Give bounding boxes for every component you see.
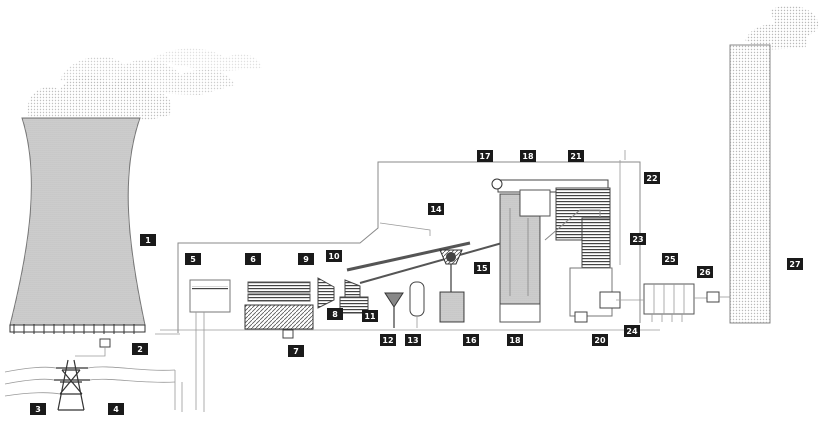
svg-text:11: 11 xyxy=(364,312,376,321)
cooling-tower xyxy=(10,118,145,334)
callout-8: 8 xyxy=(327,308,343,320)
precipitator xyxy=(616,284,712,322)
pylon-icon xyxy=(54,360,90,410)
callout-21: 21 xyxy=(568,150,584,162)
callout-18-top: 18 xyxy=(520,150,536,162)
svg-text:17: 17 xyxy=(479,152,490,161)
svg-text:1: 1 xyxy=(145,236,151,245)
svg-text:26: 26 xyxy=(699,268,711,277)
cooling-tower-steam xyxy=(28,48,262,120)
callout-13: 13 xyxy=(405,334,421,346)
callout-27: 27 xyxy=(787,258,803,270)
callout-4: 4 xyxy=(108,403,124,415)
callout-9: 9 xyxy=(298,253,314,265)
deaerator xyxy=(385,282,424,328)
svg-text:27: 27 xyxy=(789,260,800,269)
svg-text:9: 9 xyxy=(303,255,309,264)
callout-3: 3 xyxy=(30,403,46,415)
callout-23: 23 xyxy=(630,233,646,245)
callout-17: 17 xyxy=(477,150,493,162)
svg-text:7: 7 xyxy=(293,347,299,356)
svg-text:12: 12 xyxy=(382,336,393,345)
svg-text:10: 10 xyxy=(328,252,340,261)
flue-duct xyxy=(620,150,625,265)
svg-text:6: 6 xyxy=(250,255,256,264)
callout-14: 14 xyxy=(428,203,444,215)
svg-text:16: 16 xyxy=(465,336,477,345)
svg-text:21: 21 xyxy=(570,152,582,161)
callout-6: 6 xyxy=(245,253,261,265)
svg-text:15: 15 xyxy=(476,264,488,273)
condensate-pump xyxy=(283,330,293,338)
transmission-system xyxy=(5,339,182,412)
svg-text:3: 3 xyxy=(35,405,41,414)
generator xyxy=(190,280,230,412)
induced-draft-fan xyxy=(707,292,730,302)
svg-text:5: 5 xyxy=(190,255,196,264)
svg-text:13: 13 xyxy=(407,336,418,345)
svg-text:14: 14 xyxy=(430,205,442,214)
condenser xyxy=(245,305,313,329)
callout-26: 26 xyxy=(697,266,713,278)
callout-2: 2 xyxy=(132,343,148,355)
callout-1: 1 xyxy=(140,234,156,246)
svg-text:18: 18 xyxy=(522,152,534,161)
callout-20: 20 xyxy=(592,334,608,346)
svg-text:8: 8 xyxy=(332,310,338,319)
callout-7: 7 xyxy=(288,345,304,357)
chimney xyxy=(730,6,818,323)
callout-12: 12 xyxy=(380,334,396,346)
callout-24: 24 xyxy=(624,325,640,337)
callout-16: 16 xyxy=(463,334,479,346)
svg-text:22: 22 xyxy=(646,174,657,183)
callout-18-bottom: 18 xyxy=(507,334,523,346)
svg-text:4: 4 xyxy=(113,405,119,414)
svg-text:23: 23 xyxy=(632,235,643,244)
svg-text:25: 25 xyxy=(664,255,676,264)
callout-22: 22 xyxy=(644,172,660,184)
svg-text:24: 24 xyxy=(626,327,638,336)
coal-mill xyxy=(440,250,464,322)
callout-5: 5 xyxy=(185,253,201,265)
callout-10: 10 xyxy=(326,250,342,262)
svg-text:20: 20 xyxy=(594,336,606,345)
callout-15: 15 xyxy=(474,262,490,274)
callout-25: 25 xyxy=(662,253,678,265)
callout-11: 11 xyxy=(362,310,378,322)
svg-text:2: 2 xyxy=(137,345,143,354)
svg-text:18: 18 xyxy=(509,336,521,345)
